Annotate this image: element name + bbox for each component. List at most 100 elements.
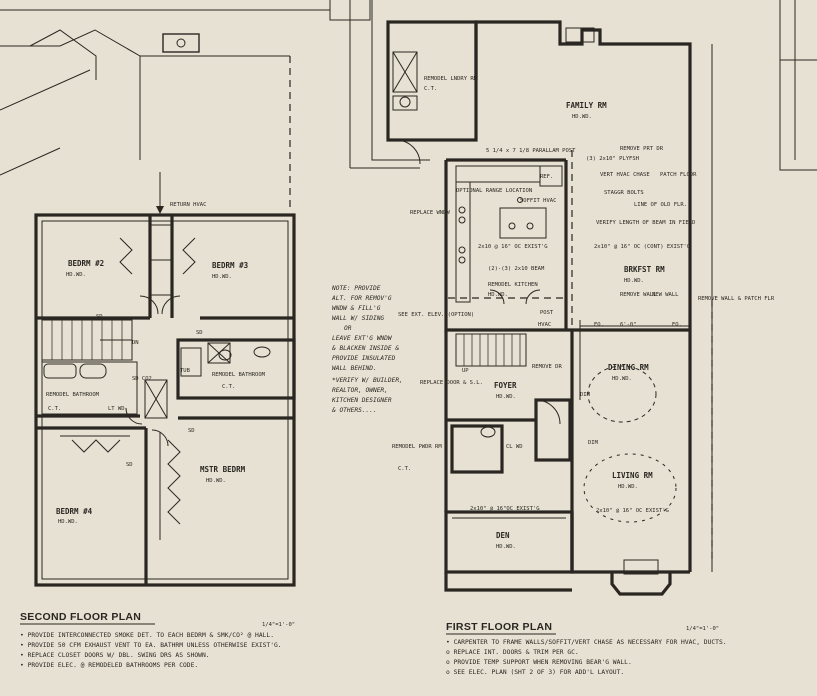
label-six-feet: 6'-0" <box>620 322 637 328</box>
room-label-family: FAMILY RM <box>566 101 607 110</box>
neighbor-plan-edge <box>779 0 817 171</box>
side-note-line-6: LEAVE EXT'G WNDW <box>332 335 393 342</box>
room-finish-mstr: HD.WD. <box>206 478 226 484</box>
label-living-sill: 2x10" @ 16" OC EXIST'G <box>596 508 669 514</box>
label-coat-closet: CL WD <box>506 444 523 450</box>
side-note-line-11: REALTOR, OWNER, <box>332 387 388 394</box>
stair-dn-label: DN <box>132 340 139 346</box>
room-label-mstr: MSTR BEDRM <box>200 465 246 474</box>
side-note-line-1: NOTE: PROVIDE <box>331 285 381 292</box>
smoke-detector-label-3: SD <box>188 428 195 434</box>
room-finish-bath-left: C.T. <box>48 406 61 412</box>
first-floor-note-3: o PROVIDE TEMP SUPPORT WHEN REMOVING BEA… <box>446 659 632 666</box>
second-floor-title: SECOND FLOOR PLAN <box>20 611 141 623</box>
smoke-detector-label-4: SD <box>126 462 133 468</box>
first-floor-plan <box>349 0 713 596</box>
room-finish-bedrm3: HD.WD. <box>212 274 232 280</box>
label-eq-1: EQ. <box>594 322 604 328</box>
room-finish-foyer: HD.WD. <box>496 394 516 400</box>
label-post: 5 1/4 x 7 1/8 PARALLAM POST <box>486 148 576 154</box>
room-label-kitchen: REMODEL KITCHEN <box>488 282 538 288</box>
side-note-line-5: OR <box>344 325 352 332</box>
first-floor-note-4: o SEE ELEC. PLAN (SHT 2 OF 3) FOR ADD'L … <box>446 669 624 676</box>
chimney-top <box>162 33 200 53</box>
hall-tub-label: TUB <box>180 368 191 374</box>
side-note-line-7: & BLACKEN INSIDE & <box>331 345 399 352</box>
label-vert-chase: VERT HVAC CHASE <box>600 172 650 178</box>
side-note-line-13: & OTHERS.... <box>331 407 377 414</box>
smoke-detector-label-1: SD <box>96 314 103 320</box>
label-hvac: HVAC <box>538 322 551 328</box>
label-beam-2: 2x10" @ 16" OC (CONT) EXIST'G <box>594 244 690 250</box>
side-note-line-4: WALL W/ SIDING <box>332 315 384 322</box>
label-optional-range: OPTIONAL RANGE LOCATION <box>456 188 532 194</box>
first-floor-title-block: FIRST FLOOR PLAN 1/4"=1'-0" • CARPENTER … <box>446 621 727 676</box>
room-finish-bedrm4: HD.WD. <box>58 519 78 525</box>
second-floor-labels: BEDRM #2 HD.WD. BEDRM #3 HD.WD. REMODEL … <box>46 172 266 525</box>
room-label-dining: DINING RM <box>608 363 649 372</box>
label-new-wall: NEW WALL <box>652 292 679 298</box>
second-floor-plan <box>34 213 296 587</box>
room-finish-family: HD.WD. <box>572 114 592 120</box>
room-label-bedrm2: BEDRM #2 <box>68 259 104 268</box>
label-up: UP <box>462 368 469 374</box>
smoke-co-label: SD CO2 <box>132 376 152 382</box>
label-remove-partition-door: REMOVE PRT DR <box>620 146 664 152</box>
side-note-elevation: SEE EXT. ELEV. (OPTION) <box>398 312 474 318</box>
side-note-line-10: *VERIFY W/ BUILDER, <box>332 377 403 384</box>
room-finish-laundry: C.T. <box>424 86 437 92</box>
label-replace-door: REPLACE DOOR & S.L. <box>420 380 483 386</box>
room-label-bath-right: REMODEL BATHROOM <box>212 372 266 378</box>
room-label-den: DEN <box>496 531 510 540</box>
room-label-bath-left: REMODEL BATHROOM <box>46 392 100 398</box>
label-remove-door: REMOVE DR <box>532 364 562 370</box>
roof-outline <box>0 0 371 210</box>
label-patch-floor: PATCH FLOOR <box>660 172 697 178</box>
label-remove-wall: REMOVE WALL <box>620 292 657 298</box>
room-finish-bath-right: C.T. <box>222 384 235 390</box>
second-floor-note-3: • REPLACE CLOSET DOORS W/ DBL. SWING DRS… <box>20 652 210 659</box>
label-dimmer-2: DIM <box>588 440 599 446</box>
side-note-line-12: KITCHEN DESIGNER <box>331 397 392 404</box>
room-finish-kitchen: HD.WD. <box>488 292 508 298</box>
label-den-sill: 2x10" @ 16"OC EXIST'G <box>470 506 540 512</box>
label-eq-2: EQ. <box>672 322 682 328</box>
second-floor-title-block: SECOND FLOOR PLAN 1/4"=1'-0" • PROVIDE I… <box>20 611 295 669</box>
label-post-kitchen: POST <box>540 310 554 316</box>
room-finish-powder: C.T. <box>398 466 411 472</box>
smoke-detector-label-2: SD <box>196 330 203 336</box>
first-floor-note-1: • CARPENTER TO FRAME WALLS/SOFFIT/VERT C… <box>446 639 727 646</box>
label-replace-window: REPLACE WNDW <box>410 210 450 216</box>
first-floor-side-note: NOTE: PROVIDE ALT. FOR REMOV'G WNDW & FI… <box>331 285 474 414</box>
side-note-line-9: WALL BEHIND. <box>332 365 377 372</box>
room-label-foyer: FOYER <box>494 381 517 390</box>
second-floor-note-1: • PROVIDE INTERCONNECTED SMOKE DET. TO E… <box>20 632 274 639</box>
room-finish-dining: HD.WD. <box>612 376 632 382</box>
room-finish-den: HD.WD. <box>496 544 516 550</box>
first-floor-title: FIRST FLOOR PLAN <box>446 621 552 633</box>
label-dimmer-1: DIM <box>580 392 591 398</box>
room-label-bedrm3: BEDRM #3 <box>212 261 249 270</box>
room-label-brkfst: BRKFST RM <box>624 265 665 274</box>
label-line-old-floor: LINE OF OLD FLR. <box>634 202 687 208</box>
label-remove-wall-patch: REMOVE WALL & PATCH FLR <box>698 296 775 302</box>
label-verify-beam: VERIFY LENGTH OF BEAM IN FIELD <box>596 220 695 226</box>
side-note-line-2: ALT. FOR REMOV'G <box>331 295 392 302</box>
second-floor-scale: 1/4"=1'-0" <box>262 622 295 628</box>
first-floor-labels: REMODEL LNDRY RM C.T. FAMILY RM HD.WD. R… <box>392 76 775 550</box>
label-beam-1: 2x10 @ 16" OC EXIST'G <box>478 244 548 250</box>
second-floor-note-4: • PROVIDE ELEC. @ REMODELED BATHROOMS PE… <box>20 662 198 669</box>
label-plyfsh: (3) 2x10" PLYFSH <box>586 156 639 162</box>
second-floor-note-2: • PROVIDE 50 CFM EXHAUST VENT TO EA. BAT… <box>20 642 282 649</box>
label-beam-mid: (2)-(3) 2x10 BEAM <box>488 266 545 272</box>
first-floor-scale: 1/4"=1'-0" <box>686 626 719 632</box>
room-label-powder: REMODEL PWDR RM <box>392 444 442 450</box>
label-soffit-hvac: SOFFIT HVAC <box>520 198 556 204</box>
room-label-bedrm4: BEDRM #4 <box>56 507 93 516</box>
side-note-line-8: PROVIDE INSULATED <box>332 355 396 362</box>
room-label-laundry: REMODEL LNDRY RM <box>424 76 478 82</box>
room-label-living: LIVING RM <box>612 471 653 480</box>
room-finish-bedrm2: HD.WD. <box>66 272 86 278</box>
